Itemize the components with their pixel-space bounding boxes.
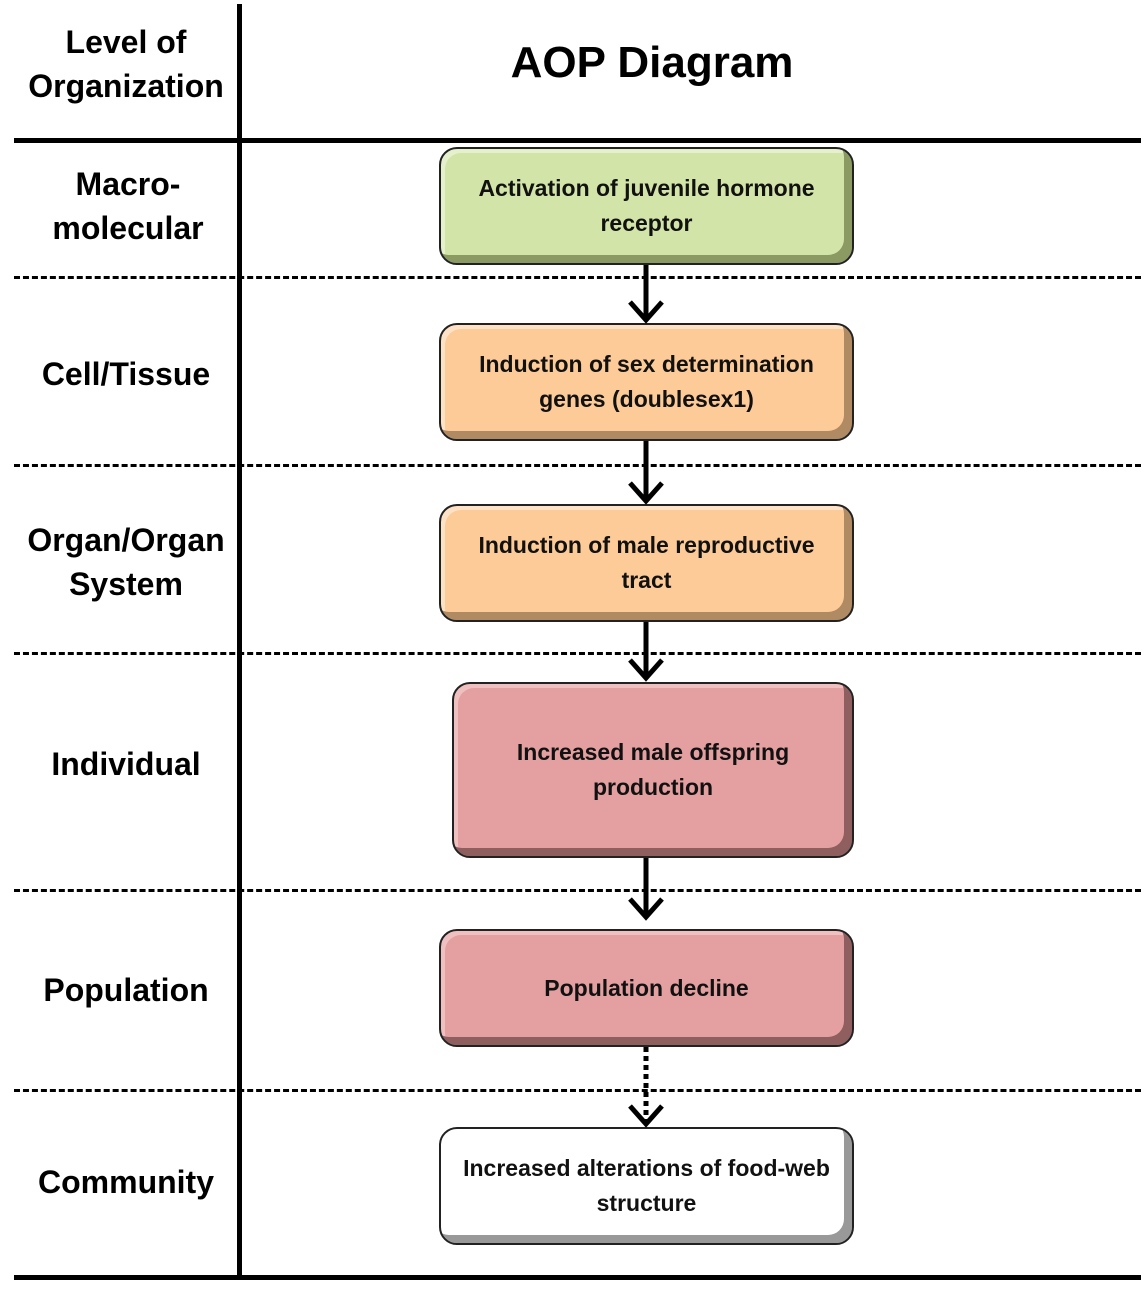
- column-divider: [237, 4, 242, 1280]
- row-divider: [14, 889, 1141, 892]
- event-text: Population decline: [544, 974, 749, 1001]
- arrow-solid: [628, 622, 664, 682]
- row-divider: [14, 1089, 1141, 1092]
- event-text: Induction of male reproductive tract: [478, 532, 815, 593]
- row-divider: [14, 464, 1141, 467]
- event-text: Increased male offspring production: [516, 739, 790, 800]
- event-text: Activation of juvenile hormone receptor: [478, 175, 815, 236]
- event-box-key-event-2: Induction of male reproductive tract: [439, 504, 854, 622]
- event-box-adverse-outcome-population: Population decline: [439, 929, 854, 1047]
- event-text: Increased alterations of food-web struct…: [463, 1155, 830, 1216]
- event-text: Induction of sex determination genes (do…: [479, 351, 814, 412]
- arrow-solid: [628, 441, 664, 505]
- event-box-mie: Activation of juvenile hormone receptor: [439, 147, 854, 265]
- level-label-population: Population: [43, 972, 209, 1008]
- event-box-community: Increased alterations of food-web struct…: [439, 1127, 854, 1245]
- level-label-community: Community: [38, 1164, 214, 1200]
- row-divider: [14, 652, 1141, 655]
- row-divider: [14, 276, 1141, 279]
- bottom-divider: [14, 1275, 1141, 1280]
- arrow-solid: [628, 858, 664, 921]
- arrow-dotted: [628, 1047, 664, 1128]
- event-box-adverse-outcome-individual: Increased male offspring production: [452, 682, 854, 858]
- level-label-cell-tissue: Cell/Tissue: [41, 356, 211, 392]
- header-divider: [14, 138, 1141, 143]
- level-label-macromolecular: Macro-molecular: [52, 166, 204, 246]
- diagram-title: AOP Diagram: [510, 38, 794, 87]
- event-box-key-event-1: Induction of sex determination genes (do…: [439, 323, 854, 441]
- level-label-organ: Organ/Organ System: [27, 522, 225, 602]
- level-heading: Level of Organization: [28, 24, 224, 104]
- level-label-individual: Individual: [51, 746, 201, 782]
- arrow-solid: [628, 265, 664, 324]
